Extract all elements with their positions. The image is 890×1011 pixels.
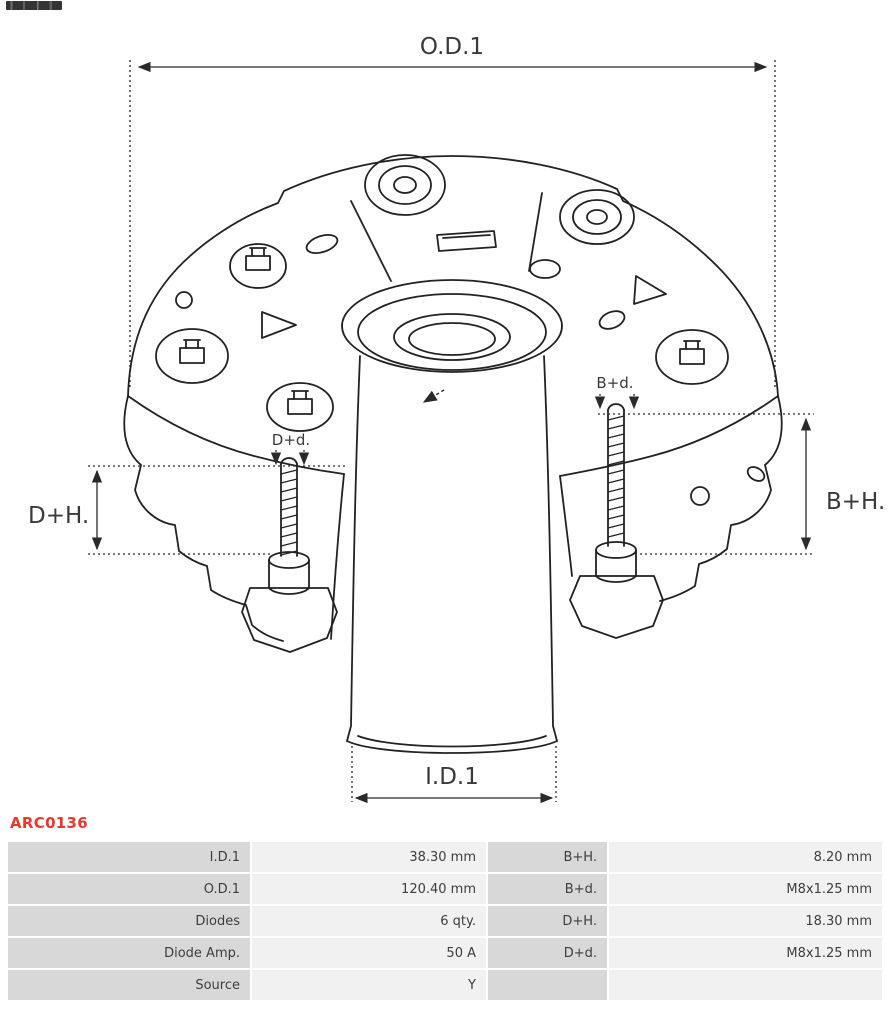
dh-label: D+H. <box>28 503 89 529</box>
diode-pad <box>655 329 729 385</box>
brand-logo <box>6 1 62 10</box>
product-code: ARC0136 <box>10 814 89 832</box>
body-right-gap-edge <box>559 475 573 577</box>
spec-table: I.D.1 38.30 mm B+H. 8.20 mm O.D.1 120.40… <box>8 842 882 1000</box>
hole <box>529 259 561 279</box>
right-stud <box>569 403 664 639</box>
spec-label: D+d. <box>488 938 607 968</box>
spec-value: 50 A <box>252 938 486 968</box>
slot <box>436 230 497 252</box>
spec-label: I.D.1 <box>8 842 250 872</box>
spec-value: Y <box>252 970 486 1000</box>
spec-value: 18.30 mm <box>609 906 882 936</box>
spec-value: 38.30 mm <box>252 842 486 872</box>
dd-label: D+d. <box>272 431 310 449</box>
body-right-face-edge <box>559 395 779 477</box>
spec-label: Diodes <box>8 906 250 936</box>
spec-value: 6 qty. <box>252 906 486 936</box>
dimension-bh <box>598 413 814 555</box>
diode-pad <box>229 243 287 289</box>
dimension-dd <box>270 450 310 466</box>
dimension-id1 <box>351 746 557 804</box>
terminal-post-a <box>364 154 446 216</box>
diode-pad <box>155 328 229 384</box>
body-left-face-edge <box>127 395 345 475</box>
terminal-post-b <box>559 189 635 245</box>
dimension-dh <box>88 465 346 555</box>
body-outer-arc <box>127 155 779 397</box>
technical-drawing: O.D.1 <box>28 34 885 804</box>
body-left-wall <box>123 395 284 642</box>
dimension-od1 <box>129 60 776 390</box>
cylinder-bottom <box>346 740 558 754</box>
bh-label: B+H. <box>826 489 885 515</box>
seam-line-right <box>528 192 543 272</box>
spec-value: M8x1.25 mm <box>609 938 882 968</box>
cylinder-left-side <box>346 355 361 742</box>
dimension-bd <box>594 394 640 410</box>
cylinder-right-side <box>543 355 558 742</box>
spec-label: Diode Amp. <box>8 938 250 968</box>
spec-label: O.D.1 <box>8 874 250 904</box>
spec-label: B+H. <box>488 842 607 872</box>
spec-label <box>488 970 607 1000</box>
spec-value: 8.20 mm <box>609 842 882 872</box>
id1-label: I.D.1 <box>425 764 479 790</box>
bore-hole <box>408 322 496 356</box>
spec-label: B+d. <box>488 874 607 904</box>
spec-label: D+H. <box>488 906 607 936</box>
spec-value: M8x1.25 mm <box>609 874 882 904</box>
left-stud <box>241 457 338 653</box>
hole <box>305 234 339 254</box>
triangle-marker <box>633 275 667 305</box>
hole <box>598 310 626 330</box>
rectifier-body <box>123 154 783 754</box>
bd-label: B+d. <box>596 374 633 392</box>
spec-value: 120.40 mm <box>252 874 486 904</box>
right-foot <box>569 575 664 639</box>
body-left-gap-edge <box>330 473 345 640</box>
triangle-marker <box>261 311 297 339</box>
left-foot <box>241 587 338 653</box>
collar-inner <box>357 293 547 371</box>
spec-value <box>609 970 882 1000</box>
seam-line-left <box>350 200 392 282</box>
cylinder-bottom-inner <box>357 735 547 748</box>
pointer-arrow <box>422 389 445 403</box>
collar-outer <box>341 279 563 373</box>
od1-label: O.D.1 <box>420 34 484 60</box>
spec-label: Source <box>8 970 250 1000</box>
hole <box>746 466 766 482</box>
hole <box>175 291 193 309</box>
hole <box>690 486 710 506</box>
diode-pad <box>266 382 334 432</box>
bore-ring <box>393 313 511 361</box>
body-right-wall <box>659 395 783 602</box>
